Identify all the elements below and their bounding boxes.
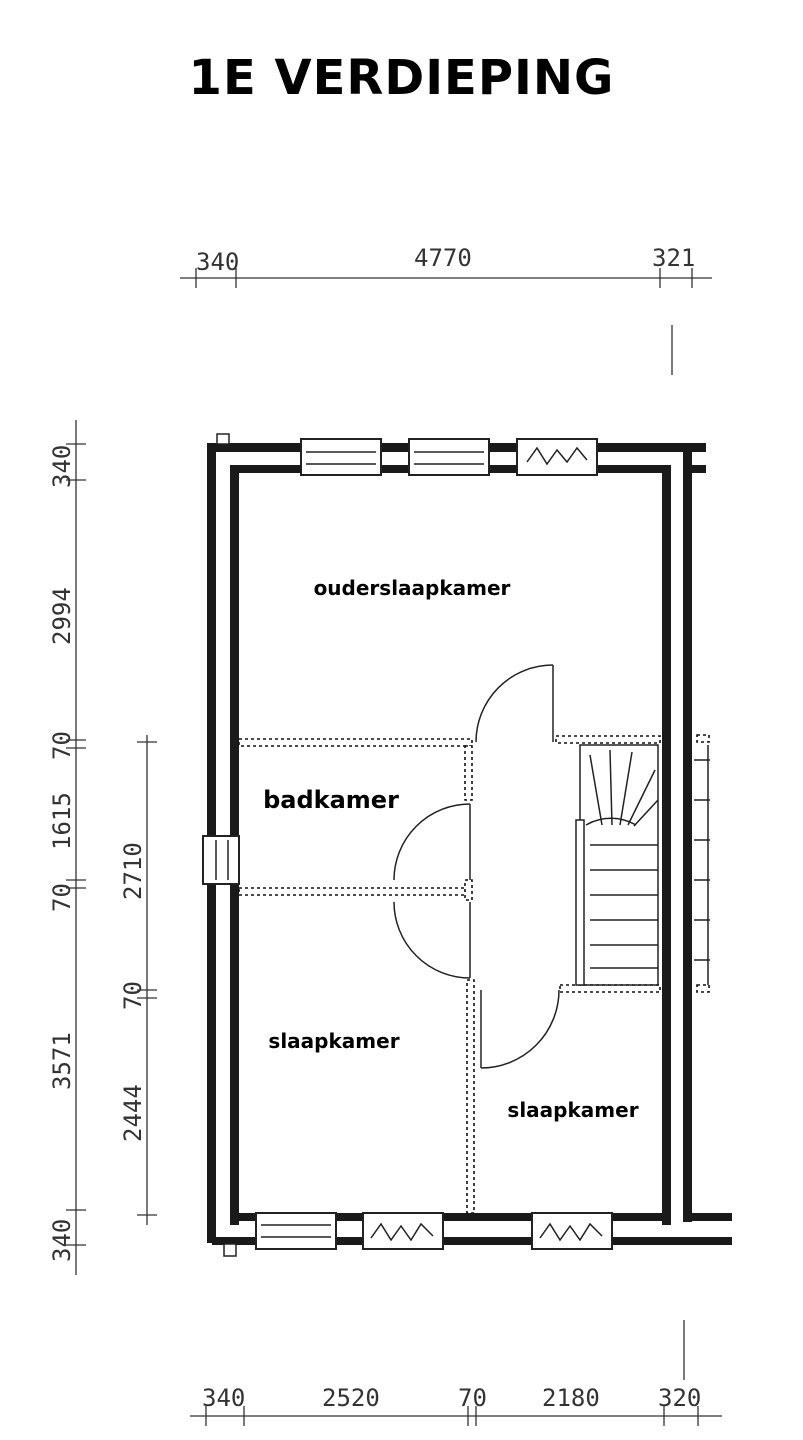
windows-top [300,438,598,476]
left-inner-dim-1: 2710 [119,842,147,900]
bottom-dim-1: 340 [202,1384,245,1412]
left-dim-7: 340 [48,1219,76,1262]
left-dim-6: 3571 [48,1032,76,1090]
bottom-dim-2: 2520 [322,1384,380,1412]
left-inner-dim-3: 2444 [119,1084,147,1142]
room-labels: ouderslaapkamer badkamer slaapkamer slaa… [263,576,639,1122]
window-left [202,835,240,885]
bottom-dim-5: 320 [658,1384,701,1412]
left-dim-3: 70 [48,731,76,760]
windows-bottom [255,1212,613,1250]
left-dim-1: 340 [48,445,76,488]
room-label-bedroom-2: slaapkamer [507,1098,638,1122]
top-dimension-line: 340 4770 321 [180,244,712,375]
door-swings [393,664,560,1069]
bottom-dim-3: 70 [458,1384,487,1412]
room-label-master-bedroom: ouderslaapkamer [314,576,511,600]
left-dim-4: 1615 [48,792,76,850]
left-inner-dimension-line: 2710 70 2444 [119,735,157,1225]
room-label-bathroom: badkamer [263,786,399,814]
left-dim-2: 2994 [48,587,76,645]
left-inner-dim-2: 70 [119,981,147,1010]
top-dim-3: 321 [652,244,695,272]
interior-partitions [238,734,710,1214]
left-outer-dimension-line: 340 2994 70 1615 70 3571 340 [48,420,86,1275]
bottom-dimension-line: 340 2520 70 2180 320 [190,1320,722,1426]
room-label-bedroom-1: slaapkamer [268,1029,399,1053]
top-dim-2: 4770 [414,244,472,272]
top-dim-1: 340 [196,248,239,276]
page-title: 1E VERDIEPING [188,50,615,106]
bottom-dim-4: 2180 [542,1384,600,1412]
staircase [575,744,710,986]
left-dim-5: 70 [48,883,76,912]
